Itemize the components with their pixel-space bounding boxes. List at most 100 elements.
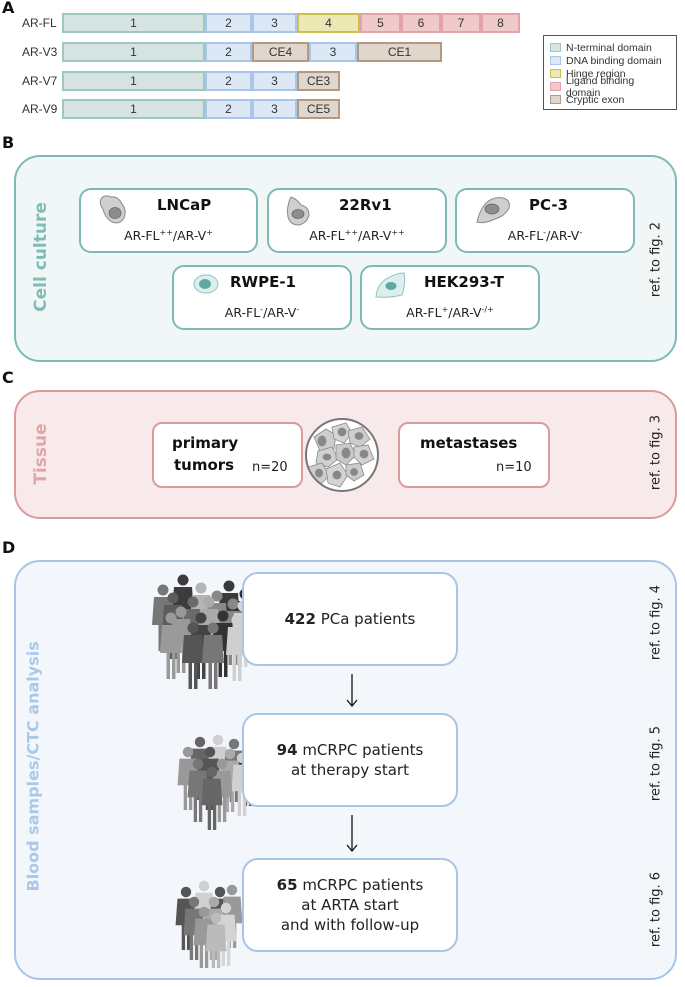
cell-card-22rv1: 22Rv1 AR-FL++/AR-V++ (267, 188, 447, 253)
ref-fig-4: ref. to fig. 4 (648, 584, 664, 661)
blood-samples-label: Blood samples/CTC analysis (23, 641, 43, 892)
exon-segment: 5 (360, 13, 401, 33)
primary-label: primary (172, 434, 239, 452)
panel-b-letter: B (2, 133, 15, 152)
person-silhouette (193, 880, 215, 944)
person-silhouette (202, 622, 224, 689)
cell-name: HEK293-T (424, 273, 504, 291)
exon-segment: 3 (252, 99, 297, 119)
cell-card-lncap: LNCaP AR-FL++/AR-V+ (79, 188, 258, 253)
exon-segment: 4 (297, 13, 360, 33)
legend-label: Ligand binding domain (565, 74, 635, 99)
legend-item: N-terminal domain (550, 41, 670, 54)
tissue-label: Tissue (31, 423, 51, 485)
exon-segment: CE5 (297, 99, 340, 119)
down-arrow-icon (346, 674, 358, 708)
exon-segment: 8 (481, 13, 520, 33)
primary-tumors-card: primary tumors n=20 (152, 422, 303, 488)
step-line: 94 mCRPC patients (276, 741, 424, 759)
cell-name: 22Rv1 (339, 196, 392, 214)
metastases-card: metastases n=10 (398, 422, 550, 488)
transcript-label: AR-V9 (22, 102, 58, 116)
tumors-label: tumors (174, 456, 235, 474)
exon-segment: CE1 (357, 42, 442, 62)
ref-fig-6: ref. to fig. 6 (648, 871, 664, 948)
transcript-label: AR-V3 (22, 45, 58, 59)
legend-label: Cryptic exon (566, 93, 625, 106)
person-silhouette (160, 612, 182, 679)
exon-segment: 2 (205, 99, 252, 119)
exon-segment: 2 (205, 71, 252, 91)
person-silhouette (205, 912, 227, 968)
primary-tumors-count: n=20 (252, 460, 288, 475)
exon-segment: 6 (401, 13, 441, 33)
ar-status: AR-FL-/AR-V- (507, 228, 583, 244)
tissue-section-icon (305, 418, 379, 492)
hek293t-cell-icon (375, 272, 406, 298)
exon-segment: 1 (62, 99, 205, 119)
legend-item: Hinge region (550, 67, 670, 80)
person-silhouette (201, 766, 223, 830)
step-line: at therapy start (291, 761, 409, 779)
cell-culture-section: Cell culture ref. to fig. 2 (14, 155, 677, 362)
exon-segment: 1 (62, 13, 205, 33)
legend-label: Hinge region (566, 67, 626, 80)
panel-d-letter: D (2, 538, 16, 557)
step-line: 65 mCRPC patients (276, 876, 424, 894)
lncap-cell-icon (99, 195, 126, 224)
legend-item: DNA binding domain (550, 54, 670, 67)
legend-label: N-terminal domain (566, 41, 652, 54)
ref-fig-2: ref. to fig. 2 (648, 221, 664, 298)
small-patient-crowd-icon (175, 880, 243, 968)
exon-segment: 7 (441, 13, 481, 33)
down-arrow-icon (346, 815, 358, 853)
ar-status: AR-FL-/AR-V- (224, 305, 300, 321)
legend-item: Cryptic exon (550, 93, 670, 106)
step-line: 422 PCa patients (284, 610, 416, 628)
exon-segment: 1 (62, 71, 205, 91)
cell-name: PC-3 (529, 196, 569, 214)
transcript-label: AR-FL (22, 16, 57, 30)
ar-status: AR-FL++/AR-V++ (309, 228, 405, 244)
ref-fig-5: ref. to fig. 5 (648, 725, 664, 802)
ref-fig-3: ref. to fig. 3 (648, 414, 664, 491)
panel-c-letter: C (2, 368, 14, 387)
exon-segment: 2 (205, 13, 252, 33)
legend-swatch (550, 43, 561, 52)
22rv1-cell-icon (286, 196, 310, 226)
cell-card-pc3: PC-3 AR-FL-/AR-V- (455, 188, 635, 253)
step-line: at ARTA start (301, 896, 399, 914)
exon-segment: CE4 (252, 42, 309, 62)
panel-a-letter: A (2, 0, 15, 17)
exon-segment: 1 (62, 42, 205, 62)
metastases-count: n=10 (496, 460, 532, 475)
legend-swatch (550, 95, 561, 104)
cell-name: LNCaP (157, 196, 212, 214)
cell-culture-label: Cell culture (31, 202, 51, 312)
rwpe1-cell-icon (193, 274, 219, 294)
transcript-label: AR-V7 (22, 74, 58, 88)
legend-item: Ligand binding domain (550, 75, 670, 99)
flow-step-mcrpc-arta: 65 mCRPC patients at ARTA start and with… (242, 858, 458, 952)
exon-segment: 3 (309, 42, 357, 62)
flow-step-mcrpc-therapy: 94 mCRPC patients at therapy start (242, 713, 458, 807)
pc3-cell-icon (476, 197, 510, 224)
legend-swatch (550, 69, 561, 78)
flow-step-pca-patients: 422 PCa patients (242, 572, 458, 666)
cell-card-hek293t: HEK293-T AR-FL+/AR-V-/+ (360, 265, 540, 330)
ar-status: AR-FL+/AR-V-/+ (406, 305, 494, 321)
exon-segment: 3 (252, 13, 297, 33)
step-line: and with follow-up (280, 916, 420, 934)
ar-status: AR-FL++/AR-V+ (124, 228, 213, 244)
legend-swatch (550, 82, 561, 91)
exon-segment: 3 (252, 71, 297, 91)
legend-label: DNA binding domain (566, 54, 662, 67)
metastases-label: metastases (420, 434, 518, 452)
legend-swatch (550, 56, 561, 65)
person-silhouette (182, 622, 204, 689)
cell-card-rwpe1: RWPE-1 AR-FL-/AR-V- (172, 265, 352, 330)
exon-segment: CE3 (297, 71, 340, 91)
exon-segment: 2 (205, 42, 252, 62)
cell-name: RWPE-1 (230, 273, 296, 291)
